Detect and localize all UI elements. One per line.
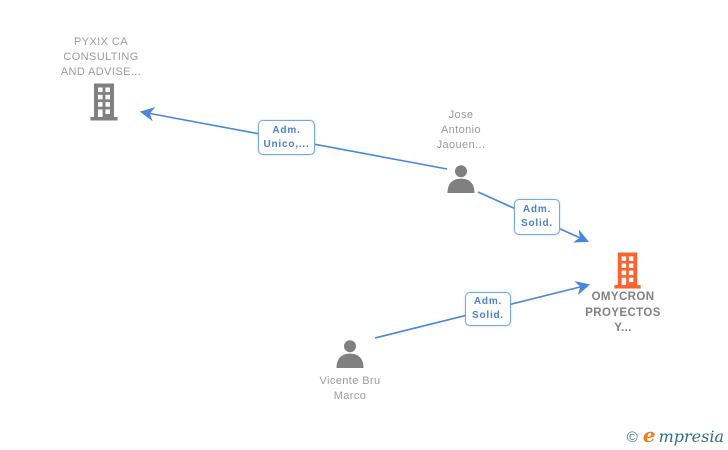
brand-initial: e <box>642 423 656 447</box>
edge-label-adm-unico[interactable]: Adm. Unico,... <box>258 120 315 155</box>
node-label-line: Vicente Bru <box>319 375 381 387</box>
node-label-line: CONSULTING <box>63 51 139 63</box>
node-label-pyxix: PYXIX CA CONSULTING AND ADVISE... <box>26 35 176 80</box>
node-label-line: Jaouen... <box>436 139 486 151</box>
node-label-line: Jose <box>448 109 474 121</box>
edge-label-line: Unico,... <box>263 138 310 150</box>
brand-name: mpresia <box>658 427 724 446</box>
node-label-line: PROYECTOS <box>585 306 661 319</box>
edge-label-line: Adm. <box>272 124 301 136</box>
copyright-icon: © <box>626 429 638 446</box>
edge-label-line: Adm. <box>473 296 503 307</box>
node-label-line: Y... <box>614 322 632 334</box>
node-label-omycron: OMYCRON PROYECTOS Y... <box>548 290 698 337</box>
node-label-vicente: Vicente Bru Marco <box>275 374 425 404</box>
node-label-jose: Jose Antonio Jaouen... <box>386 108 536 153</box>
edge-label-adm-solid-vicente[interactable]: Adm. Solid. <box>465 292 511 326</box>
node-label-line: Antonio <box>440 124 482 136</box>
node-label-line: OMYCRON <box>591 291 655 303</box>
building-icon-highlighted <box>614 252 641 289</box>
node-label-line: PYXIX CA <box>74 36 128 48</box>
edge-label-line: Adm. <box>522 204 552 215</box>
empresia-watermark[interactable]: © e mpresia <box>627 423 724 447</box>
edge-label-adm-solid-jose[interactable]: Adm. Solid. <box>514 199 560 235</box>
node-label-line: AND ADVISE... <box>60 66 142 78</box>
node-label-line: Marco <box>333 390 367 402</box>
person-icon <box>336 340 364 368</box>
edge-label-line: Solid. <box>471 310 505 321</box>
person-icon <box>447 165 475 193</box>
building-icon <box>90 83 118 121</box>
edge-label-line: Solid. <box>520 218 554 229</box>
